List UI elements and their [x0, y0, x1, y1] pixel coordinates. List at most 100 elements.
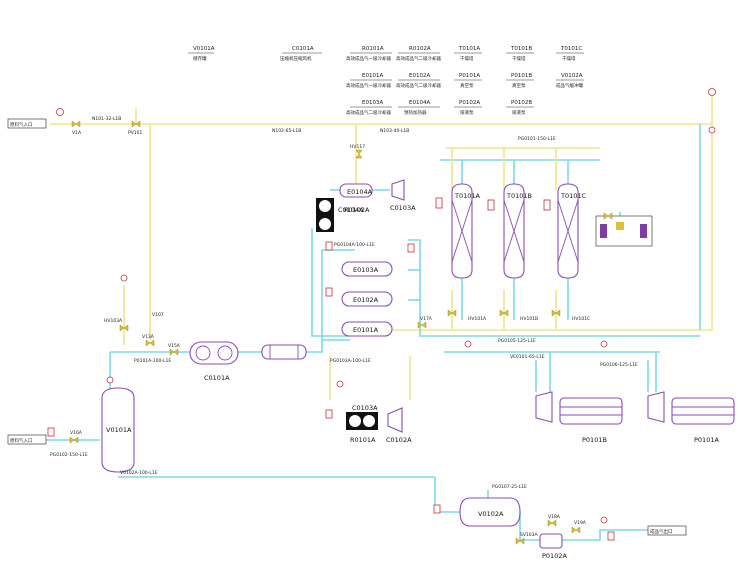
pressure-gauge-icon[interactable] [600, 340, 608, 348]
legend-desc: 真空泵 [512, 82, 526, 89]
transmitter-icon[interactable] [407, 243, 415, 253]
legend-desc: 高效成品气二级冷却器 [396, 82, 441, 89]
pressure-gauge-icon[interactable] [464, 340, 472, 348]
line-label: VE0101-65-L1E [510, 354, 545, 360]
valve-icon[interactable] [551, 309, 561, 317]
legend-desc: 高效成品气一级冷却器 [346, 55, 391, 62]
valve-label: HV101A [468, 316, 487, 322]
transmitter-icon[interactable] [47, 427, 55, 437]
line-label: P0101A-100-L1E [134, 358, 171, 364]
pressure-gauge-icon[interactable] [708, 88, 716, 96]
line-label: PG0101-150-L1E [518, 136, 556, 142]
equipment-label: E0103A [353, 266, 379, 274]
heat-exchanger-e0102a[interactable]: E0102A [341, 291, 393, 307]
equipment-label: R0101A [350, 436, 376, 444]
fan-cooler-c0104a[interactable]: C0104A [316, 198, 364, 232]
valve-icon[interactable] [355, 149, 363, 159]
tower-t0101c[interactable]: T0101C [557, 183, 587, 279]
header-legend: V0101A 储存罐 C0101A 压缩机压缩风机 R0101A 高效成品气一级… [188, 46, 584, 116]
pump-p0101b[interactable]: P0101B [535, 391, 623, 444]
line-label: N103-40-L1B [380, 128, 409, 134]
pressure-gauge-icon[interactable] [106, 376, 114, 384]
pressure-gauge-icon[interactable] [56, 108, 64, 116]
equipment-label: E0101A [353, 326, 379, 334]
legend-tag: T0101B [510, 46, 532, 52]
equipment-label: P0101B [582, 436, 607, 444]
legend-tag: P0102B [511, 100, 532, 106]
valve-icon[interactable] [499, 309, 509, 317]
legend-tag: P0101B [511, 73, 532, 79]
transmitter-icon[interactable] [325, 409, 333, 419]
valve-icon[interactable] [447, 309, 457, 317]
valve-icon[interactable] [571, 526, 581, 534]
legend-tag: R0102A [409, 46, 431, 52]
pump-p0101a[interactable]: P0101A [647, 391, 735, 444]
legend-tag: E0104A [409, 100, 430, 106]
legend-tag: P0102A [459, 100, 480, 106]
transmitter-icon[interactable] [435, 197, 443, 209]
equipment-label: C0102A [386, 436, 412, 444]
vessel-v0101a[interactable]: V0101A [101, 387, 135, 473]
legend-desc: 排液泵 [460, 109, 474, 116]
tower-t0101b[interactable]: T0101B [503, 183, 532, 279]
legend-tag: T0101A [458, 46, 480, 52]
heat-exchanger-aftercooler[interactable] [261, 344, 307, 360]
line-label: N101-32-L1B [92, 116, 121, 122]
valve-icon[interactable] [515, 537, 525, 545]
legend-tag: P0101A [459, 73, 480, 79]
control-panel[interactable] [595, 215, 653, 247]
valve-label: V107 [152, 312, 164, 318]
heat-exchanger-e0101a[interactable]: E0101A [341, 321, 393, 337]
line-label: PG0102-150-L1E [50, 452, 88, 458]
valve-label: V15A [168, 343, 181, 349]
pressure-gauge-icon[interactable] [600, 516, 608, 524]
line-label: PG0104A-100-L1E [334, 242, 375, 248]
legend-desc: 干燥塔 [460, 55, 474, 62]
valve-icon[interactable] [547, 519, 557, 527]
legend-desc: 压缩机压缩风机 [280, 55, 312, 62]
valve-icon[interactable] [119, 324, 129, 332]
transmitter-icon[interactable] [543, 199, 551, 211]
line-label: PG0106-125-L1E [600, 362, 638, 368]
compressor-c0101a[interactable]: C0101A [189, 341, 239, 382]
transmitter-icon[interactable] [325, 287, 333, 297]
valve-label: SV103A [520, 532, 539, 538]
equipment-label: C0101A [204, 374, 230, 382]
heat-exchanger-e0104a[interactable]: E0104A R0102A C0103A [339, 179, 416, 214]
pressure-gauge-icon[interactable] [120, 274, 128, 282]
line-label: PG0105-125-L1E [498, 338, 536, 344]
valve-icon[interactable] [169, 348, 179, 356]
heat-exchanger-e0103a[interactable]: E0103A [341, 261, 393, 277]
legend-tag: R0101A [362, 46, 384, 52]
legend-desc: 高效成品气一级冷却器 [346, 82, 391, 89]
equipment-label: T0101A [454, 192, 481, 200]
valve-icon[interactable] [131, 120, 141, 128]
valve-icon[interactable] [417, 321, 427, 329]
valve-label: HV103A [104, 318, 123, 324]
transmitter-icon[interactable] [433, 504, 441, 514]
line-label: 原料气入口 [10, 437, 33, 444]
pressure-gauge-icon[interactable] [708, 126, 716, 134]
transmitter-icon[interactable] [487, 199, 495, 211]
pipe-network [40, 96, 713, 541]
legend-tag: E0101A [362, 73, 383, 79]
valve-icon[interactable] [145, 339, 155, 347]
fan-cooler-r0101a[interactable]: C0103A R0101A [346, 404, 378, 444]
valve-label: PV101 [128, 130, 143, 136]
valve-icon[interactable] [71, 120, 81, 128]
pump-p0102a[interactable]: P0102A [539, 533, 567, 560]
pressure-gauge-icon[interactable] [336, 380, 344, 388]
compressor-c0102a[interactable]: C0102A [386, 407, 412, 444]
valve-icon[interactable] [69, 436, 79, 444]
transmitter-icon[interactable] [607, 531, 615, 541]
legend-desc: 预热加热器 [404, 109, 427, 116]
valve-label: HV101C [572, 316, 590, 322]
equipment-label: P0102A [542, 552, 567, 560]
legend-desc: 干燥塔 [512, 55, 526, 62]
transmitter-icon[interactable] [325, 241, 333, 251]
vessel-v0102a[interactable]: V0102A [459, 497, 521, 527]
valve-icon[interactable] [603, 212, 613, 220]
tower-t0101a[interactable]: T0101A [451, 183, 481, 279]
legend-desc: 真空泵 [460, 82, 474, 89]
line-label: V0102A-100-L1E [120, 470, 158, 476]
